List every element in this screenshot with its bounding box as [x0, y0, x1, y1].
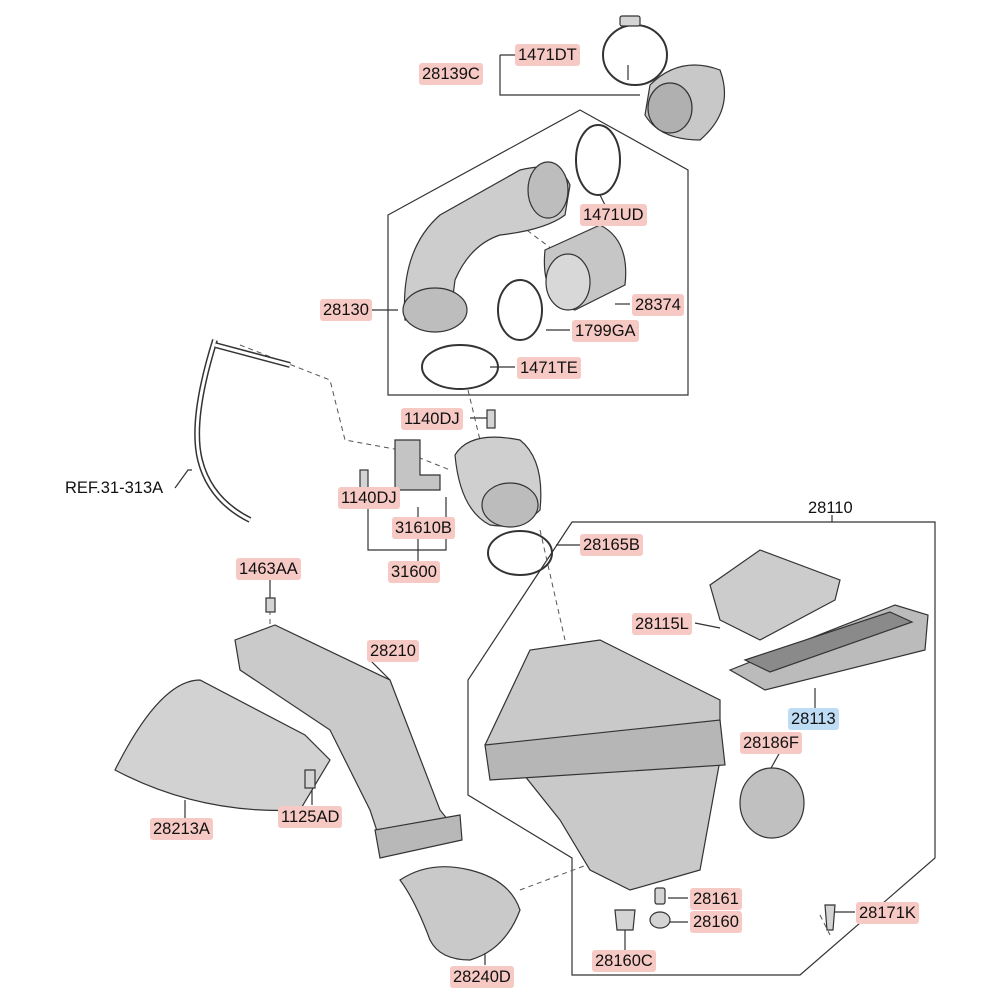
enclosure-lower: [467, 521, 936, 976]
part-label-28160C[interactable]: 28160C: [592, 950, 656, 972]
part-label-1140DJ-upper[interactable]: 1140DJ: [401, 408, 463, 430]
part-label-28160[interactable]: 28160: [690, 911, 742, 933]
part-label-28240D[interactable]: 28240D: [450, 966, 514, 988]
part-label-28186F[interactable]: 28186F: [740, 732, 802, 754]
part-label-28213A[interactable]: 28213A: [150, 818, 213, 840]
part-label-1471UD[interactable]: 1471UD: [580, 204, 647, 226]
part-label-1799GA[interactable]: 1799GA: [572, 320, 639, 342]
part-label-31600[interactable]: 31600: [388, 561, 440, 583]
part-label-28171K[interactable]: 28171K: [856, 902, 919, 924]
part-label-28161[interactable]: 28161: [690, 888, 742, 910]
part-label-28210[interactable]: 28210: [367, 640, 419, 662]
part-label-28374[interactable]: 28374: [632, 294, 684, 316]
part-label-28165B[interactable]: 28165B: [580, 534, 643, 556]
bracket-28139C: [499, 54, 640, 96]
part-label-1471TE[interactable]: 1471TE: [517, 357, 581, 379]
part-label-28113[interactable]: 28113: [788, 708, 839, 730]
part-label-1463AA[interactable]: 1463AA: [236, 558, 301, 580]
enclosure-upper: [387, 109, 689, 396]
part-label-28130[interactable]: 28130: [320, 299, 372, 321]
part-label-1471DT[interactable]: 1471DT: [515, 44, 580, 66]
part-label-1140DJ-lower[interactable]: 1140DJ: [338, 487, 400, 509]
part-label-28110[interactable]: 28110: [808, 499, 853, 517]
part-label-28115L[interactable]: 28115L: [632, 613, 692, 635]
ref-label[interactable]: REF.31-313A: [65, 479, 164, 497]
part-label-1125AD[interactable]: 1125AD: [278, 806, 343, 828]
part-label-31610B[interactable]: 31610B: [392, 517, 455, 539]
part-label-28139C[interactable]: 28139C: [419, 63, 483, 85]
